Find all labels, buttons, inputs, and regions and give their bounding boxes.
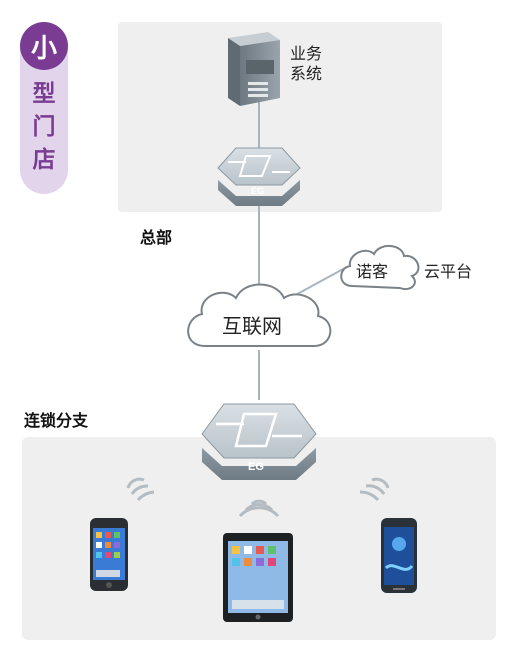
server-icon <box>228 32 280 106</box>
platform-cloud-name: 诺客 <box>356 262 389 281</box>
server-label: 业务 系统 <box>290 44 322 84</box>
hq-gateway-icon <box>217 147 301 206</box>
badge-title-char: 型 <box>32 81 56 107</box>
tablet-icon <box>223 533 293 622</box>
badge-title: 型 门 店 <box>20 78 68 177</box>
platform-cloud-icon <box>340 245 420 290</box>
wifi-signal-icon <box>359 477 390 502</box>
smartphone-icon <box>90 518 128 591</box>
platform-cloud-suffix: 云平台 <box>424 262 473 281</box>
hq-gateway-label: EG <box>251 186 265 196</box>
badge-title-char: 门 <box>32 114 56 140</box>
wifi-signal-icon <box>238 499 280 518</box>
branch-label: 连锁分支 <box>24 411 89 430</box>
internet-cloud-icon <box>187 283 332 347</box>
connection-lines <box>258 100 346 400</box>
server-label-line: 业务 <box>290 44 323 63</box>
badge-title-char: 店 <box>32 147 56 173</box>
branch-gateway-label: EG <box>248 461 264 473</box>
server-label-line: 系统 <box>290 64 323 83</box>
internet-label: 互联网 <box>222 314 282 338</box>
headquarters-label: 总部 <box>140 228 173 247</box>
badge-size-circle: 小 <box>20 22 68 70</box>
branch-gateway-icon <box>201 403 317 480</box>
smartphone-icon <box>381 518 417 593</box>
wifi-signal-icon <box>126 477 155 502</box>
